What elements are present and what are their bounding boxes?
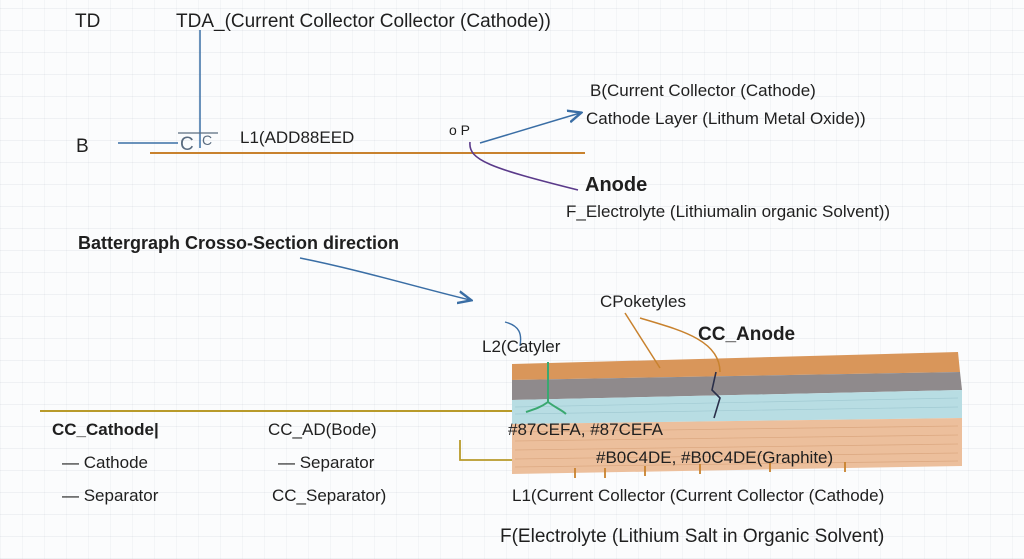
layer-top-orange [512, 352, 960, 380]
cc-cathode-header: CC_Cathode| [52, 420, 159, 439]
section-arrow [299, 257, 470, 300]
f-electrolyte-bottom-label: F(Electrolyte (Lithium Salt in Organic S… [500, 526, 885, 547]
layer-grey [512, 372, 962, 400]
top-blue-arrow [479, 113, 580, 144]
anode-top-label: Anode [585, 174, 648, 196]
c-mark-label: C [180, 134, 194, 155]
l2-catyler-label: L2(Catyler [482, 337, 561, 356]
l1-top-label: L1(ADD88EED [240, 128, 355, 147]
color-87cefa-label: #87CEFA, #87CEFA [508, 420, 663, 439]
f-electrolyte-top-label: F_Electrolyte (Lithiumalin organic Solve… [566, 202, 891, 221]
b-current-label: B(Current Collector (Cathode) [590, 81, 816, 100]
op-mark-label: o P [449, 122, 471, 138]
section-title: Battergraph Crosso-Section direction [78, 233, 400, 253]
l1-bottom-label: L1(Current Collector (Current Collector … [512, 486, 885, 505]
cathode-layer-label: Cathode Layer (Lithum Metal Oxide)) [586, 109, 866, 128]
tda-label: TDA_(Current Collector Collector (Cathod… [176, 11, 551, 32]
l2-curl [504, 321, 522, 347]
legend-separator-mid: — Separator [278, 453, 375, 472]
c-mark-small-label: C [202, 132, 213, 148]
cc-ad-bode-label: CC_AD(Bode) [268, 420, 377, 439]
purple-anode-line [469, 141, 579, 191]
td-label: TD [75, 11, 101, 32]
b-left-label: B [76, 136, 89, 157]
cc-anode-line [639, 317, 721, 373]
legend-separator-left: — Separator [62, 486, 159, 505]
cc-separator-label: CC_Separator) [272, 486, 387, 505]
layer-crack [711, 371, 721, 419]
layer-lightblue [512, 390, 962, 424]
cpoketyles-line [624, 312, 661, 369]
cpoketyles-label: CPoketyles [600, 292, 686, 311]
green-fork [525, 362, 567, 415]
layer-tan [512, 418, 962, 474]
cc-anode-label: CC_Anode [698, 324, 796, 345]
legend-cathode: — Cathode [62, 453, 148, 472]
olive-bracket [459, 440, 512, 461]
color-b0c4-label: #B0C4DE, #B0C4DE(Graphite) [596, 448, 834, 467]
